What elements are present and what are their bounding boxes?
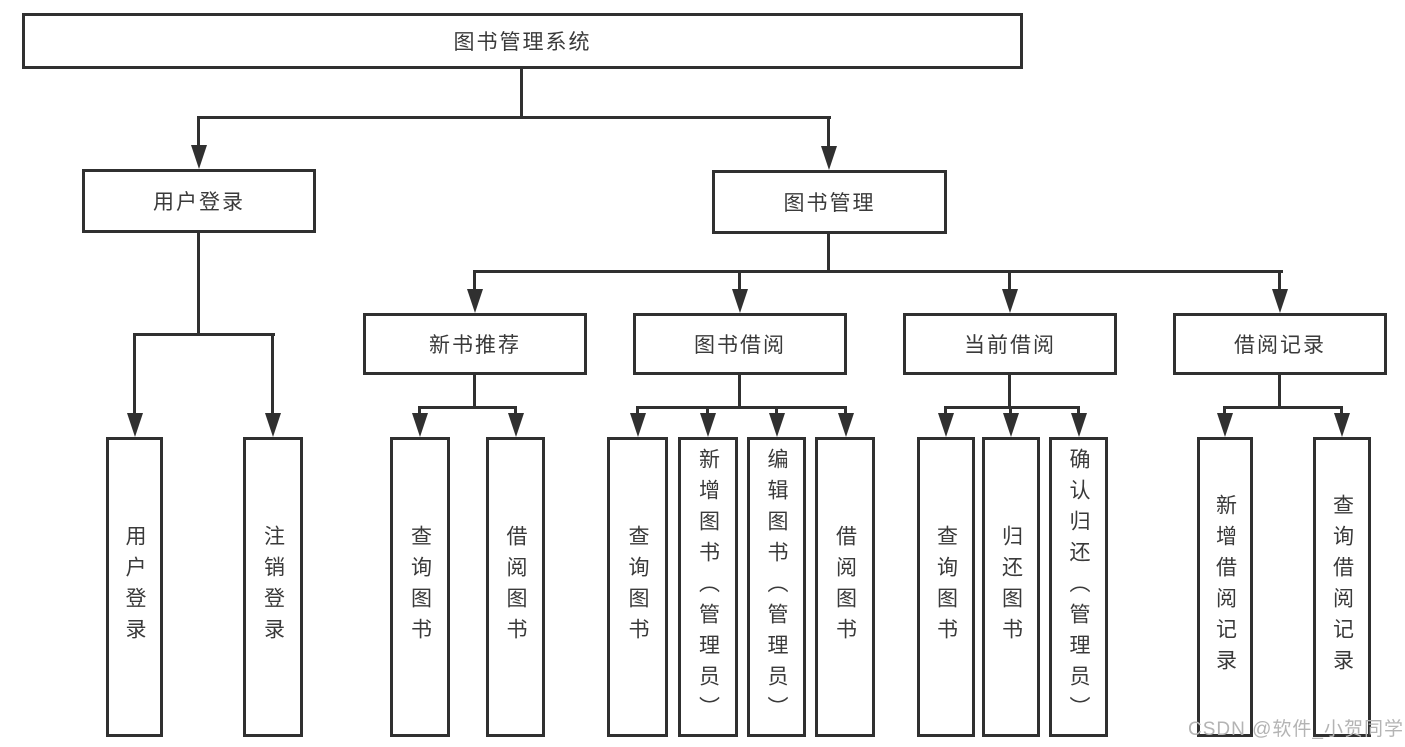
connector-records-rail (1223, 406, 1343, 409)
connector-recommend-stem (473, 375, 476, 409)
connector-to-leaf-logout (271, 333, 274, 415)
arrowhead-add-borrow-record (1217, 413, 1233, 437)
leaf-add-borrow-record: 新增借阅记录 (1197, 437, 1253, 737)
connector-book-management-stem (827, 234, 830, 273)
connector-root-rail (197, 116, 831, 119)
arrowhead-query-borrow-record (1334, 413, 1350, 437)
connector-book-management-rail (473, 270, 1283, 273)
node-new-book-recommendation: 新书推荐 (363, 313, 587, 375)
connector-to-query-books-current (944, 406, 947, 416)
connector-to-borrow-books-borrowing (844, 406, 847, 416)
connector-to-book-borrowing (738, 270, 741, 292)
arrowhead-borrow-books-recommend (508, 413, 524, 437)
connector-to-query-borrow-record (1340, 406, 1343, 416)
connector-root-stem (520, 69, 523, 117)
connector-borrowing-rail (636, 406, 847, 409)
arrowhead-leaf-user-login (127, 413, 143, 437)
connector-borrowing-stem (738, 375, 741, 409)
connector-to-query-books-borrowing (636, 406, 639, 416)
arrowhead-book-management (821, 146, 837, 170)
connector-to-add-borrow-record (1223, 406, 1226, 416)
connector-to-leaf-user-login (133, 333, 136, 415)
node-current-borrowing: 当前借阅 (903, 313, 1117, 375)
arrowhead-query-books-current (938, 413, 954, 437)
node-user-login: 用户登录 (82, 169, 316, 233)
leaf-borrow-books-borrowing: 借阅图书 (815, 437, 875, 737)
arrowhead-book-borrowing (732, 289, 748, 313)
connector-current-stem (1008, 375, 1011, 409)
connector-to-borrowing-records (1278, 270, 1281, 292)
arrowhead-confirm-return-admin (1071, 413, 1087, 437)
arrowhead-leaf-logout (265, 413, 281, 437)
connector-user-login-rail (133, 333, 275, 336)
node-book-management: 图书管理 (712, 170, 947, 234)
leaf-user-login: 用户登录 (106, 437, 163, 737)
connector-recommend-rail (418, 406, 517, 409)
leaf-query-borrow-record: 查询借阅记录 (1313, 437, 1371, 737)
arrowhead-borrow-books-borrowing (838, 413, 854, 437)
connector-to-confirm-return-admin (1077, 406, 1080, 416)
leaf-query-books-borrowing: 查询图书 (607, 437, 668, 737)
connector-records-stem (1278, 375, 1281, 409)
csdn-watermark: CSDN @软件_小贺同学 (1188, 719, 1404, 740)
connector-to-query-books-recommend (418, 406, 421, 416)
connector-to-current-borrowing (1008, 270, 1011, 292)
connector-user-login-stem (197, 233, 200, 336)
node-root-system: 图书管理系统 (22, 13, 1023, 69)
connector-to-return-books (1009, 406, 1012, 416)
leaf-query-books-recommend: 查询图书 (390, 437, 450, 737)
leaf-return-books: 归还图书 (982, 437, 1040, 737)
arrowhead-new-book-recommendation (467, 289, 483, 313)
arrowhead-query-books-borrowing (630, 413, 646, 437)
leaf-confirm-return-admin: 确认归还（管理员） (1049, 437, 1108, 737)
arrowhead-edit-books-admin (769, 413, 785, 437)
arrowhead-add-books-admin (700, 413, 716, 437)
arrowhead-current-borrowing (1002, 289, 1018, 313)
leaf-logout: 注销登录 (243, 437, 303, 737)
connector-to-add-books-admin (706, 406, 709, 416)
arrowhead-query-books-recommend (412, 413, 428, 437)
leaf-add-books-admin: 新增图书（管理员） (678, 437, 738, 737)
arrowhead-borrowing-records (1272, 289, 1288, 313)
connector-root-to-book-management (827, 116, 830, 150)
connector-root-to-user-login (197, 116, 200, 150)
leaf-query-books-current: 查询图书 (917, 437, 975, 737)
connector-current-rail (944, 406, 1080, 409)
leaf-edit-books-admin: 编辑图书（管理员） (747, 437, 806, 737)
node-borrowing-records: 借阅记录 (1173, 313, 1387, 375)
connector-to-new-book-recommendation (473, 270, 476, 292)
connector-to-borrow-books-recommend (514, 406, 517, 416)
leaf-borrow-books-recommend: 借阅图书 (486, 437, 545, 737)
connector-to-edit-books-admin (775, 406, 778, 416)
node-book-borrowing: 图书借阅 (633, 313, 847, 375)
arrowhead-return-books (1003, 413, 1019, 437)
arrowhead-user-login (191, 145, 207, 169)
